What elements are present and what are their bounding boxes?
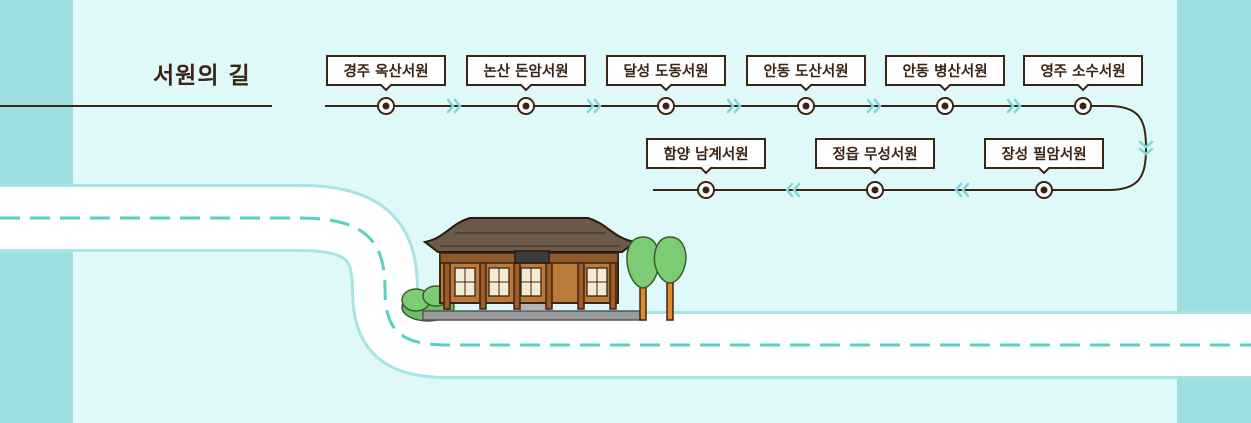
target-circle-icon: [797, 97, 815, 115]
target-circle-icon: [697, 181, 715, 199]
building-pillars: [443, 262, 617, 310]
tree-icon: [626, 236, 660, 321]
route-stop: 함양 남계서원: [646, 138, 766, 199]
double-chevron-icon: [1006, 98, 1022, 114]
double-chevron-icon: [954, 182, 970, 198]
stop-label-box: [606, 55, 726, 92]
tree-icon: [653, 236, 687, 321]
stop-label-box: [466, 55, 586, 92]
route-direction-chevrons: [446, 98, 1154, 198]
stop-label: 장성 필암서원: [1001, 145, 1086, 163]
route-stop: 논산 돈암서원: [466, 55, 586, 115]
hanok-seowon-illustration: [401, 217, 642, 322]
double-chevron-icon: [586, 98, 602, 114]
target-circle-icon: [377, 97, 395, 115]
stop-label: 논산 돈암서원: [483, 62, 568, 80]
route-stop: 안동 도산서원: [746, 55, 866, 115]
target-circle-icon: [1035, 181, 1053, 199]
double-chevron-icon: [785, 182, 801, 198]
target-circle-icon: [517, 97, 535, 115]
page-title: 서원의 길: [153, 63, 251, 89]
stop-label: 함양 남계서원: [663, 146, 748, 163]
stop-label-box: [646, 138, 766, 175]
route-stop: 정읍 무성서원: [815, 138, 935, 199]
route-stop: 영주 소수서원: [1023, 55, 1143, 115]
route-stop: 안동 병산서원: [885, 55, 1005, 115]
target-circle-icon: [1074, 97, 1092, 115]
stop-label-box: [815, 138, 935, 175]
target-circle-icon: [936, 97, 954, 115]
stop-label-box: [326, 55, 446, 92]
stop-label-box: [984, 138, 1104, 175]
route-stop: 경주 옥산서원: [326, 55, 446, 115]
double-chevron-icon: [866, 98, 882, 114]
target-circle-icon: [866, 181, 884, 199]
double-chevron-icon: [1138, 140, 1154, 156]
building-roof: [422, 217, 638, 253]
road: [0, 184, 1251, 379]
target-circle-icon: [657, 97, 675, 115]
stop-label: 정읍 무성서원: [832, 145, 917, 163]
stop-label: 경주 옥산서원: [343, 62, 428, 80]
double-chevron-icon: [446, 98, 462, 114]
name-plaque: [514, 250, 550, 264]
stop-label: 달성 도동서원: [623, 62, 708, 80]
stop-label: 영주 소수서원: [1040, 62, 1125, 80]
stop-label-box: [885, 55, 1005, 92]
stone-platform: [422, 310, 642, 321]
stop-label-box: [1023, 55, 1143, 92]
stop-label: 안동 도산서원: [763, 62, 848, 80]
stop-label-box: [746, 55, 866, 92]
route-stop: 장성 필암서원: [984, 138, 1104, 199]
stop-label: 안동 병산서원: [902, 62, 987, 80]
double-chevron-icon: [726, 98, 742, 114]
route-stop: 달성 도동서원: [606, 55, 726, 115]
